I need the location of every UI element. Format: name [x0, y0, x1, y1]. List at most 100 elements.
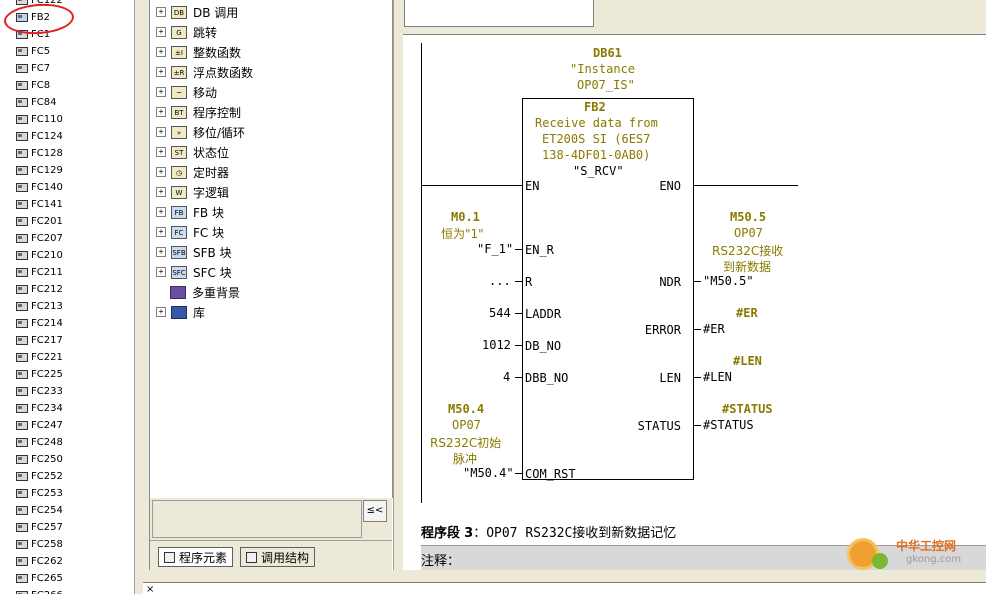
tree-node[interactable]: +~移动: [156, 83, 217, 101]
details-pane[interactable]: [143, 582, 986, 595]
block-list-item[interactable]: FC225: [16, 366, 63, 382]
expand-icon[interactable]: +: [156, 207, 166, 217]
laddr-value: 544: [489, 306, 511, 320]
block-list-item[interactable]: FC141: [16, 196, 63, 212]
block-list-item[interactable]: FC8: [16, 77, 50, 93]
block-list-item[interactable]: FC221: [16, 349, 63, 365]
block-label: FC221: [31, 351, 63, 363]
block-icon: [16, 437, 28, 447]
block-label: FC214: [31, 317, 63, 329]
expand-icon[interactable]: +: [156, 187, 166, 197]
pin-com-rst: COM_RST: [525, 467, 576, 481]
block-list-item[interactable]: FC247: [16, 417, 63, 433]
editor-splitter[interactable]: [393, 0, 404, 570]
expand-icon[interactable]: +: [156, 87, 166, 97]
fb2-block[interactable]: FB2 Receive data from ET200S SI (6ES7 13…: [522, 98, 694, 481]
expand-icon[interactable]: +: [156, 7, 166, 17]
tab-program-elements[interactable]: 程序元素: [158, 547, 234, 567]
block-list-item[interactable]: FC213: [16, 298, 63, 314]
stub-len: [694, 377, 701, 378]
block-list-item[interactable]: FC212: [16, 281, 63, 297]
ndr-comment-1: OP07: [734, 226, 763, 240]
block-list-item[interactable]: FC140: [16, 179, 63, 195]
block-list-item[interactable]: FC7: [16, 60, 50, 76]
block-list-item[interactable]: FC124: [16, 128, 63, 144]
tree-node-icon: DB: [171, 5, 187, 19]
tree-node[interactable]: +库: [156, 303, 205, 321]
block-list-item[interactable]: FB2: [16, 9, 50, 25]
tree-node[interactable]: +◷定时器: [156, 163, 229, 181]
pin-status: STATUS: [637, 419, 681, 433]
network-header[interactable]: 程序段 3：OP07 RS232C接收到新数据记忆: [421, 522, 676, 541]
block-icon: [16, 250, 28, 260]
tree-node[interactable]: 多重背景: [156, 283, 240, 301]
block-list-item[interactable]: FC265: [16, 570, 63, 586]
block-list-item[interactable]: FC266: [16, 587, 63, 594]
block-list-item[interactable]: FC5: [16, 43, 50, 59]
insert-button[interactable]: ≤<: [363, 500, 387, 522]
expand-icon[interactable]: +: [156, 167, 166, 177]
block-list-item[interactable]: FC248: [16, 434, 63, 450]
expand-icon[interactable]: +: [156, 27, 166, 37]
block-symbol: "S_RCV": [573, 164, 624, 178]
block-list-item[interactable]: FC217: [16, 332, 63, 348]
block-list-item[interactable]: FC250: [16, 451, 63, 467]
block-list-item[interactable]: FC253: [16, 485, 63, 501]
tree-node[interactable]: +»移位/循环: [156, 123, 245, 141]
block-list-item[interactable]: FC210: [16, 247, 63, 263]
tree-node-icon: SFC: [171, 265, 187, 279]
block-list-item[interactable]: FC110: [16, 111, 63, 127]
block-list-item[interactable]: FC234: [16, 400, 63, 416]
block-list-item[interactable]: FC258: [16, 536, 63, 552]
close-icon[interactable]: ×: [146, 584, 155, 595]
block-list-item[interactable]: FC129: [16, 162, 63, 178]
block-list-item[interactable]: FC207: [16, 230, 63, 246]
block-list-item[interactable]: FC1: [16, 26, 50, 42]
eno-wire: [694, 185, 798, 186]
tree-node-icon: FC: [171, 225, 187, 239]
block-list-item[interactable]: FC257: [16, 519, 63, 535]
block-label: FC1: [31, 28, 51, 40]
pin-en: EN: [525, 179, 540, 193]
block-label: FC7: [31, 62, 51, 74]
expand-icon[interactable]: +: [156, 247, 166, 257]
expand-icon[interactable]: +: [156, 307, 166, 317]
ladder-editor[interactable]: DB61 "Instance OP07_IS" FB2 Receive data…: [403, 34, 986, 572]
network-comment[interactable]: 注释：: [421, 545, 986, 572]
expand-icon[interactable]: +: [156, 47, 166, 57]
expand-icon[interactable]: +: [156, 127, 166, 137]
expand-icon[interactable]: +: [156, 227, 166, 237]
panel-splitter[interactable]: [135, 0, 150, 594]
block-list-item[interactable]: FC254: [16, 502, 63, 518]
block-list-item[interactable]: FC84: [16, 94, 56, 110]
block-list-item[interactable]: FC233: [16, 383, 63, 399]
block-list-item[interactable]: FC262: [16, 553, 63, 569]
block-list-item[interactable]: FC211: [16, 264, 63, 280]
tab-call-structure[interactable]: 调用结构: [240, 547, 316, 567]
block-icon: [16, 488, 28, 498]
expand-icon[interactable]: +: [156, 147, 166, 157]
block-list-item[interactable]: FC252: [16, 468, 63, 484]
expand-icon[interactable]: +: [156, 67, 166, 77]
tree-node-label: 浮点数函数: [193, 65, 254, 80]
expand-icon[interactable]: +: [156, 267, 166, 277]
block-list-item[interactable]: FC214: [16, 315, 63, 331]
block-label: FC258: [31, 538, 63, 550]
block-list-item[interactable]: FC128: [16, 145, 63, 161]
block-list-item[interactable]: FC201: [16, 213, 63, 229]
block-list-item[interactable]: FC122: [16, 0, 63, 8]
expand-icon[interactable]: +: [156, 107, 166, 117]
